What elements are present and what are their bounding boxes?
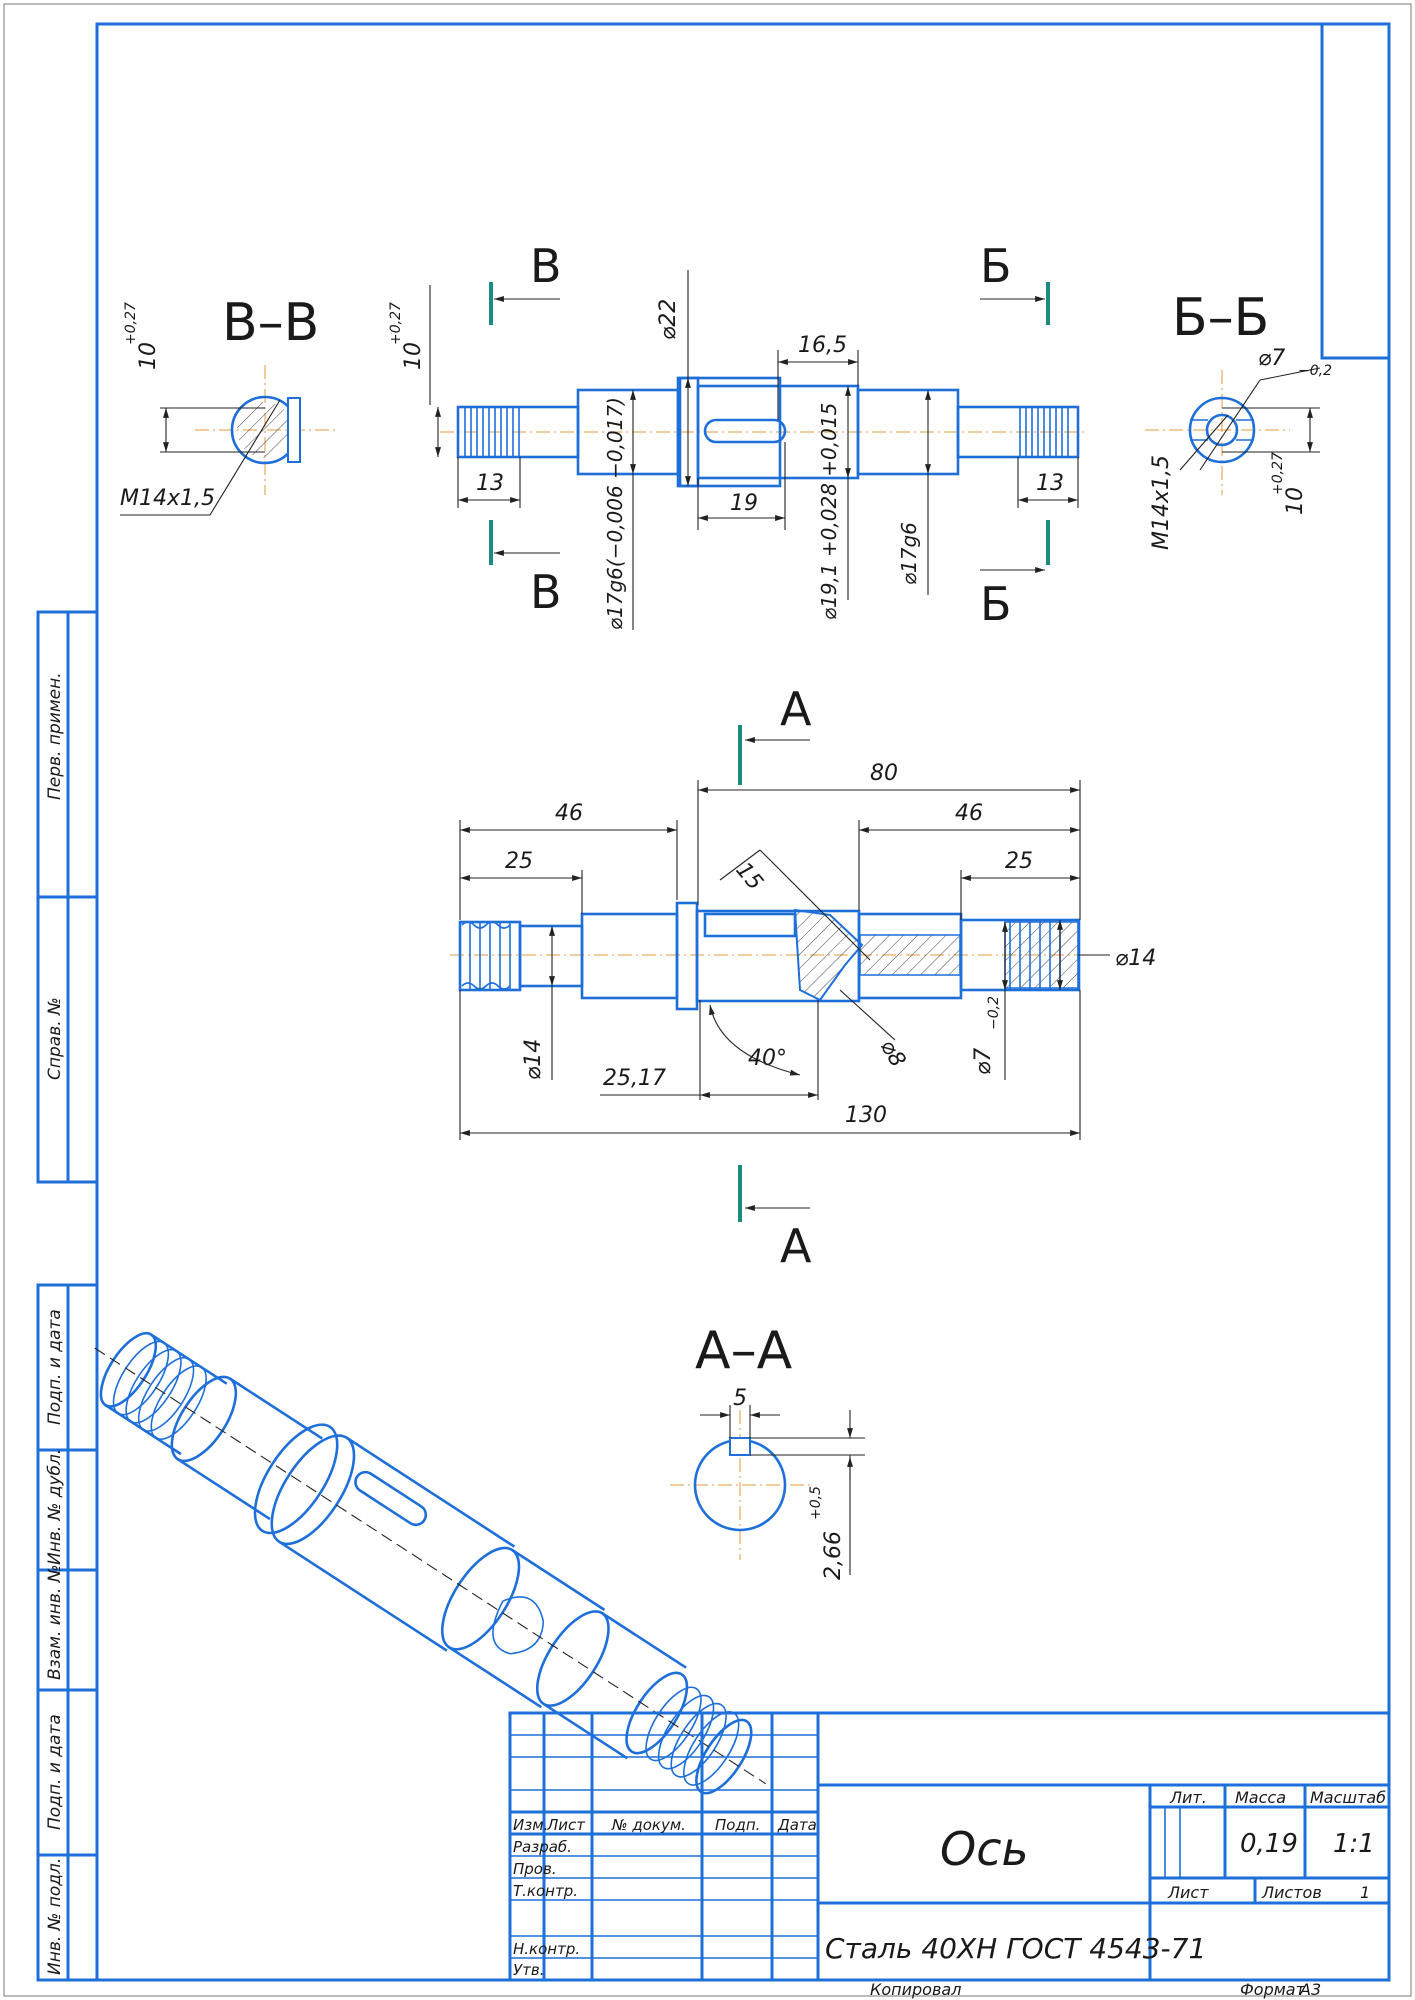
marker-v-bottom: В [530,565,562,619]
tb-podp: Подп. [715,1816,760,1834]
dim-130: 130 [845,1103,887,1128]
tb-massa-value: 0,19 [1240,1829,1298,1859]
footer-kopiroval: Копировал [870,1980,961,1999]
title-block: Изм. Лист № докум. Подп. Дата Разраб. Пр… [508,1711,1391,1982]
marker-a-top: А [780,682,812,736]
section-vv-dim: 10 [136,342,161,370]
sidebar-podp-data-1: Подп. и дата [45,1309,65,1425]
dim-13-right: 13 [1036,471,1064,496]
tb-dokum: № докум. [611,1816,686,1834]
section-bb-d7-tol: −0,2 [1298,363,1332,379]
tb-list-label: Лист [1167,1883,1209,1902]
dim-46-right: 46 [955,801,983,826]
marker-a-bottom: А [780,1219,812,1273]
dim-19: 19 [730,491,758,516]
main-keyway [703,912,797,938]
tb-list: Лист [546,1816,586,1834]
section-vv-thread: M14x1,5 [120,486,215,511]
dim-d14-left: ⌀14 [521,1039,546,1080]
tb-nkontr: Н.контр. [513,1940,580,1958]
dim-d22: ⌀22 [656,299,681,340]
section-aa-dim: 2,66 [821,1531,846,1580]
dim-d17g6: ⌀17g6 [897,522,921,585]
section-bb-tol: +0,27 [1270,452,1286,495]
section-bb-circle [1188,396,1256,464]
isometric-view [94,1332,767,1795]
section-aa-tol: +0,5 [808,1486,824,1520]
section-bb-thread: M14x1,5 [1149,455,1174,550]
main-view: А А 80 46 46 25 25 15 ⌀14 ⌀14 ⌀8 40° [450,682,1156,1273]
dim-d14-right: ⌀14 [1115,946,1156,971]
marker-b-top: Б [980,239,1012,293]
sidebar-inv-podl: Инв. № подл. [45,1858,65,1975]
section-vv: В–В 10 +0,27 M14x1,5 [120,293,335,516]
dim-80: 80 [870,761,898,786]
tb-listov-value: 1 [1360,1883,1370,1902]
dim-46-left: 46 [555,801,583,826]
dim-d17g6-tol: ⌀17g6(−0,006 −0,017) [603,397,627,630]
dim-top-ten: 10 [401,342,426,370]
tb-prov: Пров. [513,1860,557,1878]
dim-15: 15 [730,858,767,896]
section-vv-tol: +0,27 [123,302,139,345]
dim-13-left: 13 [476,471,504,496]
tb-lit-label: Лит. [1169,1788,1207,1807]
tb-data: Дата [777,1816,817,1834]
section-bb-title: Б–Б [1172,288,1269,348]
footer-format-label: Формат [1240,1980,1306,1999]
dim-d7: ⌀7 [971,1048,996,1075]
marker-b-bottom: Б [980,577,1012,631]
tb-tkontr: Т.контр. [513,1882,578,1900]
tb-masshtab-value: 1:1 [1333,1829,1375,1859]
corner-box [1320,24,1389,360]
section-bb: Б–Б ⌀7 −0,2 M14x1,5 10 +0,27 [1145,288,1332,550]
tb-izm: Изм. [513,1816,548,1834]
tb-part-name: Ось [940,1822,1029,1876]
top-view: В В Б Б 10 +0,27 ⌀22 16,5 13 13 19 ⌀17g6… [388,239,1085,631]
dim-angle: 40° [748,1046,787,1071]
tb-razrab: Разраб. [513,1838,572,1856]
keyway-slot [703,418,787,444]
section-aa: А–А 5 2,66 +0,5 [670,1321,865,1580]
section-aa-w5: 5 [733,1386,747,1411]
sidebar-podp-data-2: Подп. и дата [45,1714,65,1830]
dim-d8: ⌀8 [875,1036,910,1072]
dim-2517: 25,17 [603,1066,666,1091]
tb-listov-label: Листов [1261,1883,1322,1902]
tb-masshtab-label: Масштаб [1310,1788,1386,1807]
section-bb-d7: ⌀7 [1258,346,1285,371]
section-vv-title: В–В [222,293,319,353]
section-bb-dim: 10 [1283,487,1308,515]
sidebar-inv-dubl: Инв. № дубл. [45,1449,65,1565]
dim-165: 16,5 [798,333,847,358]
dim-top-tol: +0,27 [388,302,404,345]
main-collar [675,901,699,1011]
section-aa-title: А–А [695,1321,793,1381]
dim-d7-tol: −0,2 [986,996,1002,1030]
left-sidebar: Перв. примен. Справ. № Подп. и дата Инв.… [36,610,99,1982]
tb-material: Сталь 40ХН ГОСТ 4543-71 [825,1932,1206,1965]
sheet-border [3,3,1412,1997]
tb-massa-label: Масса [1235,1788,1286,1807]
dim-25-right: 25 [1005,849,1033,874]
tb-utv: Утв. [513,1961,545,1979]
marker-v-top: В [530,239,562,293]
sidebar-vzam-inv: Взам. инв. № [45,1565,65,1680]
dim-d191: ⌀19,1 +0,028 +0,015 [817,403,841,620]
sidebar-sprav-no: Справ. № [45,997,65,1080]
sidebar-perv-primen: Перв. примен. [45,672,65,800]
main-cross-hole [793,908,864,1002]
dim-25-left: 25 [505,849,533,874]
footer-format-value: А3 [1299,1980,1321,1999]
